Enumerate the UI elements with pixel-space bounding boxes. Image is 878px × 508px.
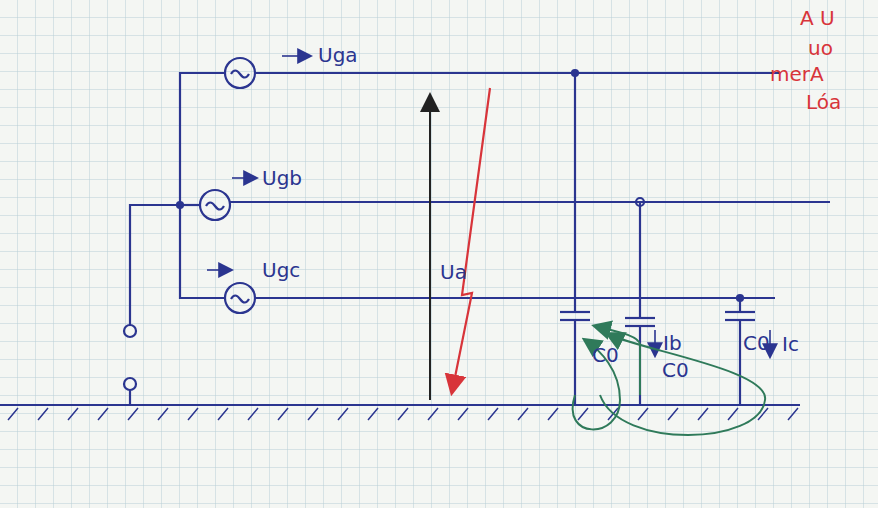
- note-text: uo: [808, 38, 833, 58]
- current-label: Ib: [663, 333, 682, 353]
- signal-name: Ugb: [262, 168, 302, 188]
- capacitor-label: C0: [662, 360, 689, 380]
- note-text: merA: [770, 64, 824, 84]
- note-text: Lóa: [806, 92, 841, 112]
- current-label: Ic: [782, 334, 799, 354]
- signal-name: Uga: [318, 45, 358, 65]
- signal-name: Ugc: [262, 260, 300, 280]
- capacitor-label: C0: [592, 345, 619, 365]
- note-text: A U: [800, 8, 835, 28]
- voltage-label: Ua: [440, 262, 467, 282]
- capacitor-label: C0: [743, 333, 770, 353]
